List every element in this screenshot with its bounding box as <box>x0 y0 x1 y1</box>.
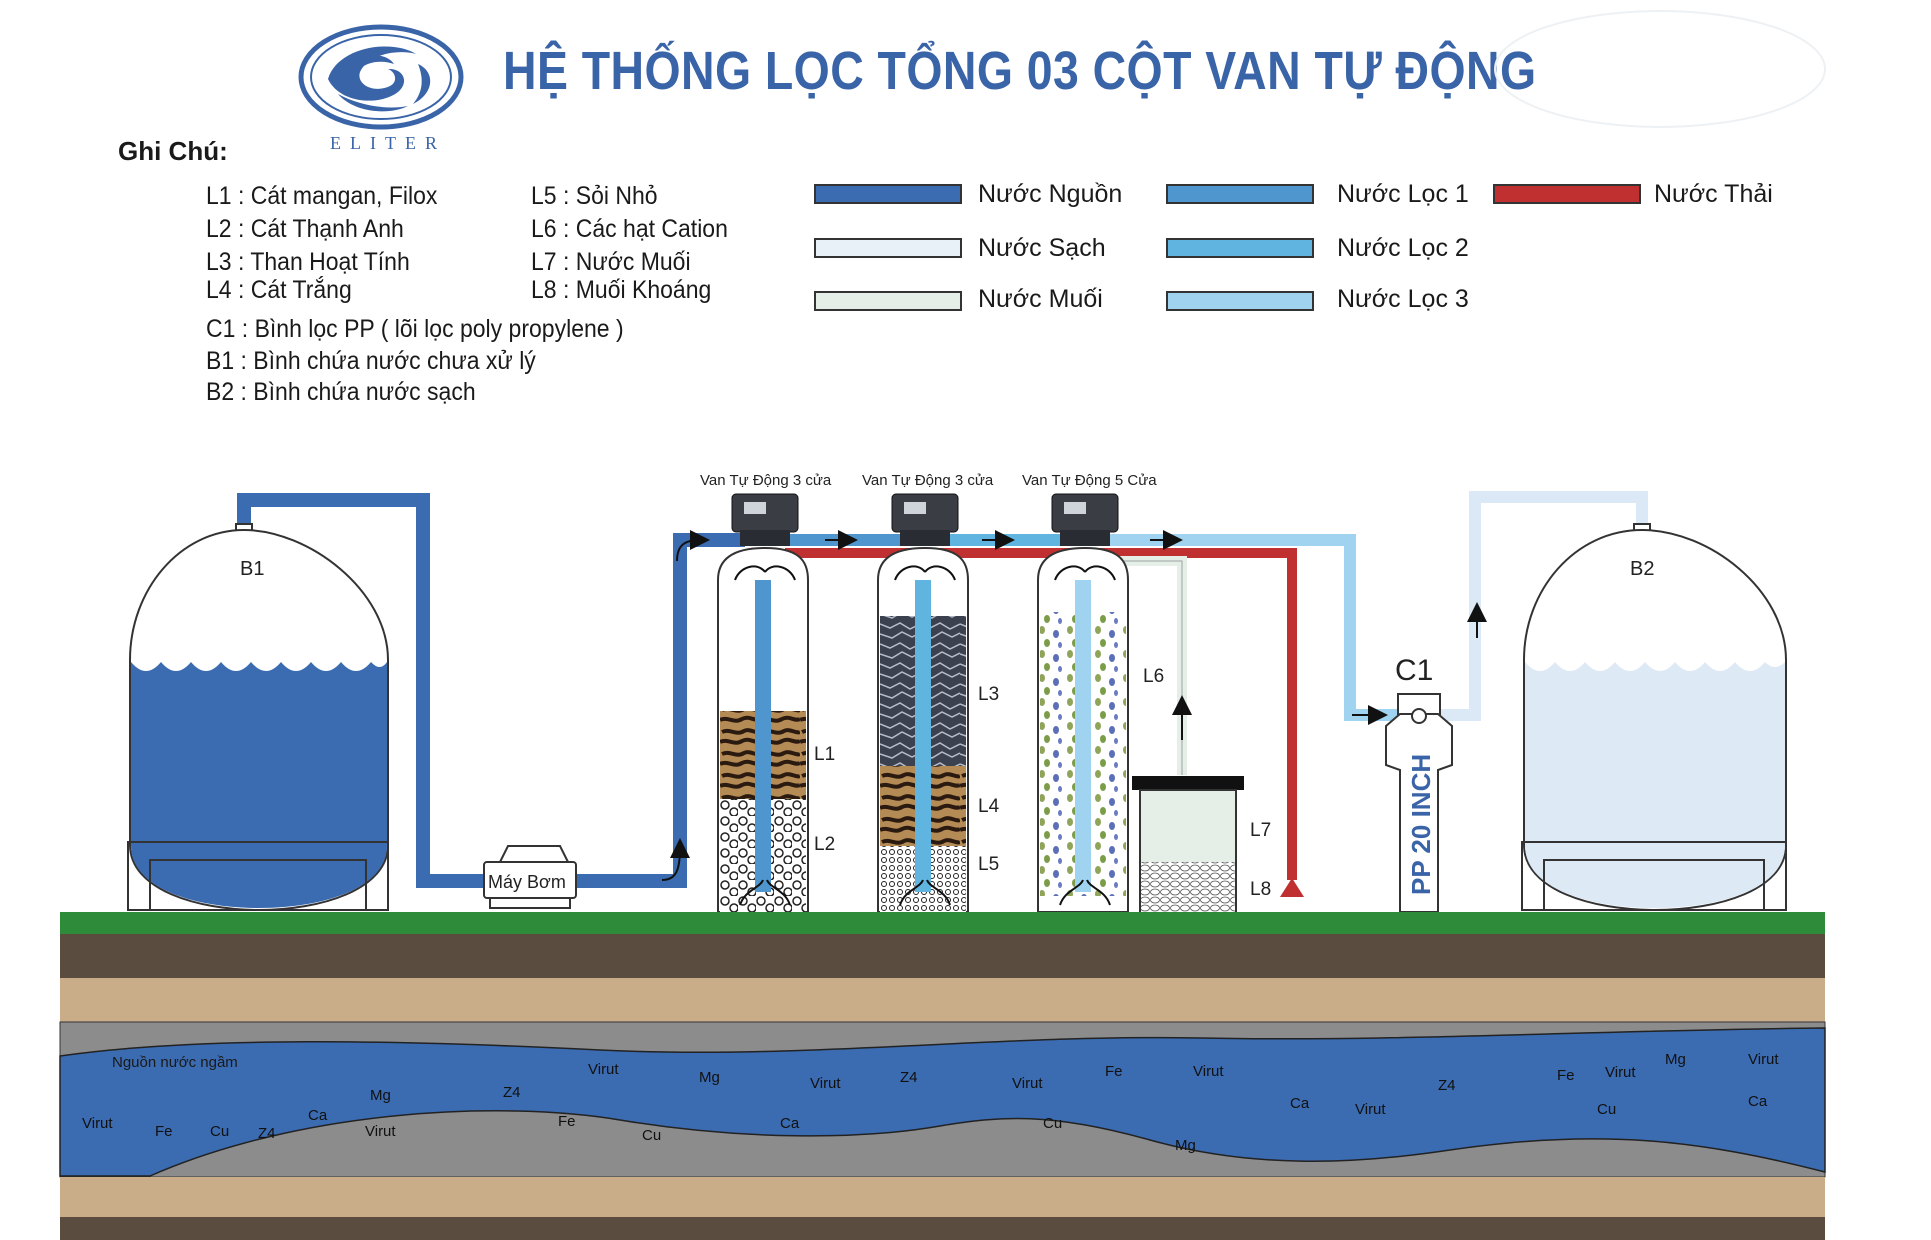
note-l1: L1 : Cát mangan, Filox <box>206 182 438 210</box>
mineral-label: Virut <box>1748 1051 1779 1068</box>
layer-l8-label: L8 <box>1250 879 1271 900</box>
note-l4: L4 : Cát Trắng <box>206 276 352 304</box>
mineral-label: Z4 <box>503 1084 521 1101</box>
mineral-label: Virut <box>588 1061 619 1078</box>
eliter-logo <box>298 24 464 130</box>
valve-3-label: Van Tự Động 5 Cửa <box>1022 472 1157 489</box>
c1-label: C1 <box>1395 654 1433 687</box>
layer-l4-label: L4 <box>978 796 1000 817</box>
mineral-label: Z4 <box>258 1125 276 1142</box>
legend-swatch-nuoc-loc-1 <box>1166 184 1314 204</box>
legend-label-nuoc-thai: Nước Thải <box>1654 180 1773 208</box>
layer-l3-label: L3 <box>978 684 999 705</box>
note-b2: B2 : Bình chứa nước sạch <box>206 378 476 406</box>
valve-1-label: Van Tự Động 3 cửa <box>700 472 832 489</box>
mineral-label: Virut <box>810 1075 841 1092</box>
legend-swatch-nuoc-nguon <box>814 184 962 204</box>
pipe-source-b1 <box>237 493 490 888</box>
note-b1: B1 : Bình chứa nước chưa xử lý <box>206 347 536 375</box>
layer-l5-label: L5 <box>978 854 999 875</box>
tank-b1: B1 <box>127 523 389 912</box>
pp-filter-c1: C1 PP 20 INCH <box>1385 654 1453 913</box>
mineral-label: Fe <box>1557 1067 1575 1084</box>
mineral-label: Virut <box>1355 1101 1386 1118</box>
mineral-label: Virut <box>365 1123 396 1140</box>
mineral-label: Mg <box>1665 1051 1686 1068</box>
mineral-label: Z4 <box>900 1069 918 1086</box>
mineral-label: Z4 <box>1438 1077 1456 1094</box>
note-l5: L5 : Sỏi Nhỏ <box>531 182 658 210</box>
pipe-source-pump <box>575 533 745 888</box>
note-l6: L6 : Các hạt Cation <box>531 215 728 243</box>
legend-label-nuoc-nguon: Nước Nguồn <box>978 180 1123 208</box>
pump: Máy Bơm <box>483 845 577 909</box>
brine-tank: L7 L8 <box>1132 776 1271 913</box>
legend-swatch-nuoc-loc-2 <box>1166 238 1314 258</box>
note-l2: L2 : Cát Thạnh Anh <box>206 215 404 243</box>
filter-column-2: L3 L4 L5 Van Tự Động 3 cửa <box>862 472 1000 913</box>
pump-label: Máy Bơm <box>488 872 566 892</box>
groundwater-label: Nguồn nước ngầm <box>112 1054 238 1071</box>
page-title: HỆ THỐNG LỌC TỔNG 03 CỘT VAN TỰ ĐỘNG <box>503 41 1537 101</box>
legend-label-nuoc-sach: Nước Sạch <box>978 234 1106 262</box>
legend-swatch-nuoc-muoi <box>814 291 962 311</box>
mineral-label: Virut <box>82 1115 113 1132</box>
ground-cross-section: Nguồn nước ngầm <box>59 912 1826 1240</box>
mineral-label: Fe <box>155 1123 173 1140</box>
legend-swatch-nuoc-thai <box>1493 184 1641 204</box>
tank-b2: B2 <box>1521 523 1787 912</box>
mineral-label: Cu <box>642 1127 661 1144</box>
layer-l1-label: L1 <box>814 744 835 765</box>
legend-label-nuoc-muoi: Nước Muối <box>978 285 1103 313</box>
layer-l7-label: L7 <box>1250 820 1271 841</box>
note-l7: L7 : Nước Muối <box>531 248 691 276</box>
legend-label-nuoc-loc-1: Nước Lọc 1 <box>1337 180 1469 208</box>
drain-outlet <box>1280 878 1304 897</box>
mineral-label: Ca <box>308 1107 328 1124</box>
filter-column-1: L1 L2 Van Tự Động 3 cửa <box>700 472 835 913</box>
layer-l2-label: L2 <box>814 834 835 855</box>
layer-l6-label: L6 <box>1143 666 1164 687</box>
mineral-label: Virut <box>1012 1075 1043 1092</box>
legend-label-nuoc-loc-2: Nước Lọc 2 <box>1337 234 1469 262</box>
note-l3: L3 : Than Hoạt Tính <box>206 248 410 276</box>
notes-title: Ghi Chú: <box>118 136 228 166</box>
note-c1: C1 : Bình lọc PP ( lõi lọc poly propylen… <box>206 315 624 343</box>
tank-b1-label: B1 <box>240 558 264 580</box>
mineral-label: Virut <box>1193 1063 1224 1080</box>
mineral-label: Fe <box>558 1113 576 1130</box>
mineral-label: Mg <box>1175 1137 1196 1154</box>
watermark-ellipse <box>1494 10 1826 128</box>
mineral-label: Ca <box>1290 1095 1310 1112</box>
valve-2-label: Van Tự Động 3 cửa <box>862 472 994 489</box>
legend-swatch-nuoc-sach <box>814 238 962 258</box>
pipe-loc-3 <box>1108 534 1400 721</box>
mineral-label: Mg <box>699 1069 720 1086</box>
note-l8: L8 : Muối Khoáng <box>531 276 712 304</box>
c1-pp-text: PP 20 INCH <box>1406 754 1436 895</box>
mineral-label: Ca <box>780 1115 800 1132</box>
mineral-label: Virut <box>1605 1064 1636 1081</box>
mineral-label: Cu <box>1597 1101 1616 1118</box>
legend-swatch-nuoc-loc-3 <box>1166 291 1314 311</box>
legend-label-nuoc-loc-3: Nước Lọc 3 <box>1337 285 1469 313</box>
pipe-clean <box>1440 491 1648 721</box>
tank-b2-label: B2 <box>1630 558 1654 580</box>
brand-name: ELITER <box>330 133 446 153</box>
mineral-label: Cu <box>210 1123 229 1140</box>
mineral-label: Mg <box>370 1087 391 1104</box>
filter-column-3: L6 Van Tự Động 5 Cửa <box>1022 472 1164 913</box>
mineral-label: Fe <box>1105 1063 1123 1080</box>
mineral-label: Cu <box>1043 1115 1062 1132</box>
mineral-label: Ca <box>1748 1093 1768 1110</box>
